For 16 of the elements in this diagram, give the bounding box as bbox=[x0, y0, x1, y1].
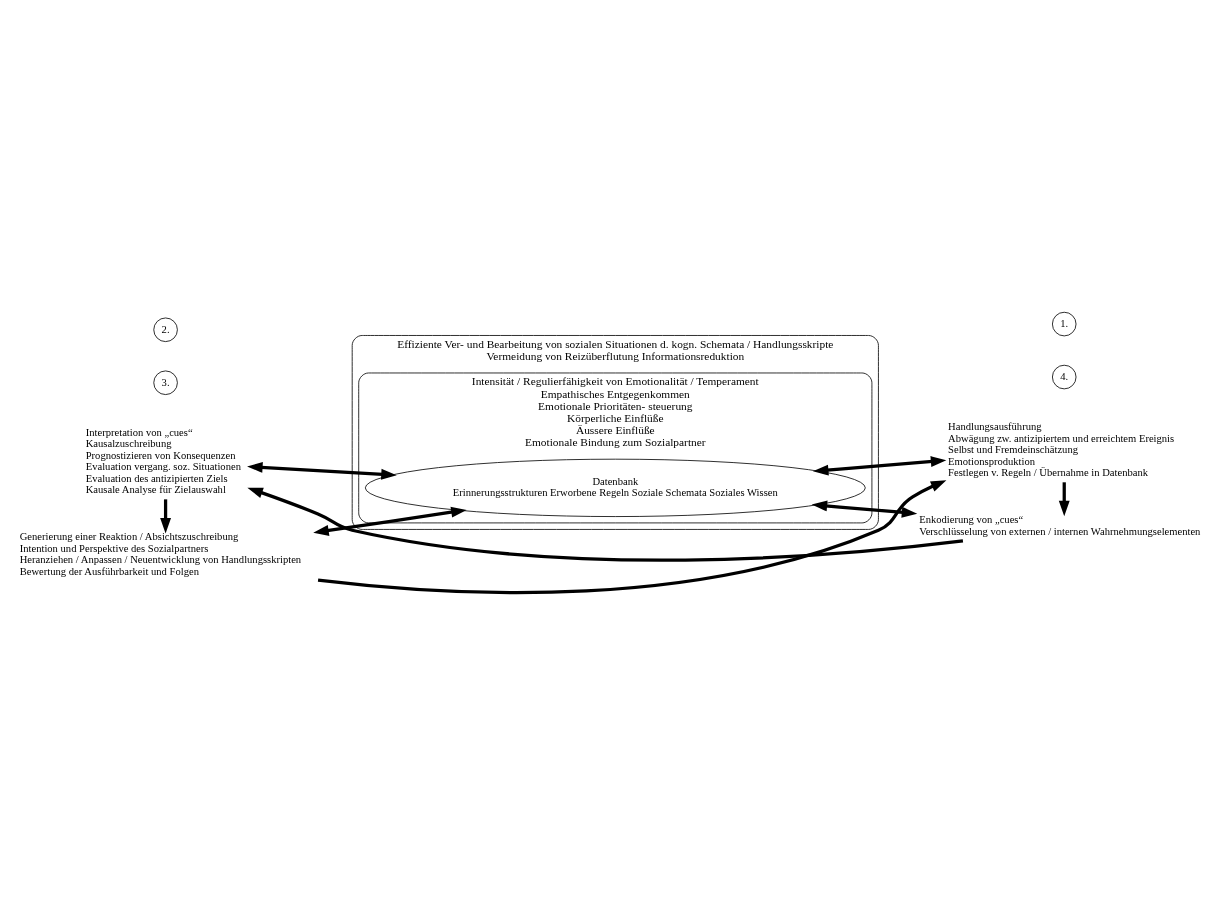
node-text: Handlungsausführung Abwägung zw. antizipiertem und erreichtem Ereignis Selbst und Fremdeinschätzung Emotionsproduktion Festlegen v. Regeln / Übernahme in Datenbank bbox=[948, 420, 1175, 478]
node-circle: 3. bbox=[153, 370, 178, 395]
node-circle: 4. bbox=[1052, 364, 1077, 389]
arrow bbox=[247, 487, 964, 562]
node-text: Enkodierung von „cues“ Verschlüsselung von externen / internen Wahrnehmungselementen bbox=[919, 513, 1201, 537]
arrow bbox=[247, 461, 397, 480]
arrow bbox=[812, 455, 947, 475]
node-text: Interpretation von „cues“ Kausalzuschreibung Prognostizieren von Konsequenzen Evaluation vergang. soz. Situationen Evaluation des antizipierten Ziels Kausale Analyse für Zielauswahl bbox=[85, 426, 241, 495]
arrow bbox=[811, 500, 918, 518]
arrow bbox=[317, 479, 947, 594]
arrow bbox=[160, 498, 171, 533]
node-circle: 1. bbox=[1052, 311, 1077, 336]
arrow bbox=[1058, 481, 1070, 516]
node-circle: 2. bbox=[153, 317, 178, 342]
node-text: Generierung einer Reaktion / Absichtszuschreibung Intention und Perspektive des Sozialpartners Heranziehen / Anpassen / Neuentwicklung von Handlungsskripten Bewertung der Ausführbarkeit und Folgen bbox=[19, 530, 302, 577]
arrow bbox=[313, 506, 467, 536]
